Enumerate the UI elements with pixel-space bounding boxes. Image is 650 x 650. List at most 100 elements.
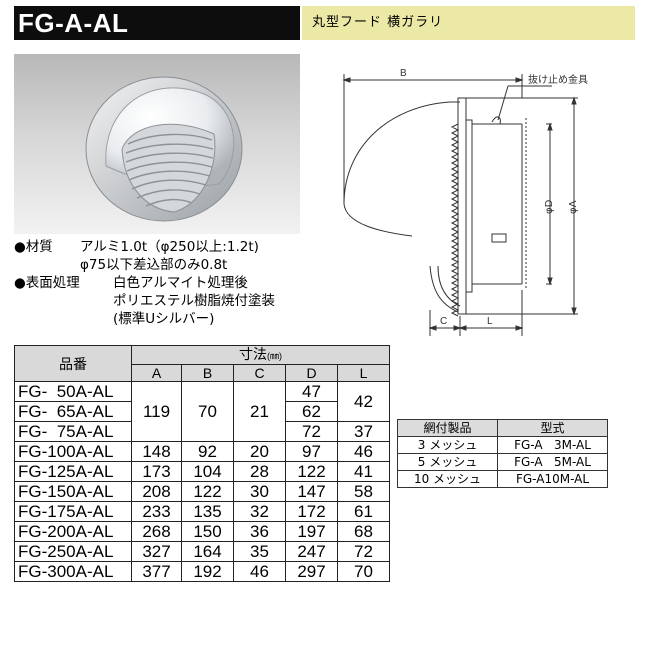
table-row: FG-175A-AL 233 135 32 172 61 [14, 501, 390, 522]
d-cell: 172 [285, 501, 338, 522]
c-cell: 32 [233, 501, 286, 522]
table-row: FG-200A-AL 268 150 36 197 68 [14, 521, 390, 542]
a-cell: 119 [131, 381, 182, 442]
d-cell: 197 [285, 521, 338, 542]
dimension-table: 品番 寸法(㎜) A B C D L FG- 50A-AL 119 70 21 … [14, 345, 390, 582]
model-cell: FG-175A-AL [14, 501, 132, 522]
c-cell: 28 [233, 461, 286, 482]
l-cell: 72 [337, 541, 390, 562]
mesh-header-type: 型式 [497, 419, 608, 437]
l-cell: 41 [337, 461, 390, 482]
model-cell: FG- 50A-AL [14, 381, 132, 402]
label-phi-d: φD [544, 199, 555, 214]
callout-label: 抜け止め金具 [528, 73, 588, 86]
header-dims: 寸法(㎜) [131, 345, 390, 365]
c-cell: 20 [233, 441, 286, 462]
mesh-type-cell: FG-A 3M-AL [497, 436, 608, 454]
l-cell: 58 [337, 481, 390, 502]
table-row: FG-100A-AL 148 92 20 97 46 [14, 441, 390, 462]
label-l: L [487, 316, 493, 327]
model-cell: FG-200A-AL [14, 521, 132, 542]
mesh-product-cell: 3 メッシュ [397, 436, 498, 454]
b-cell: 104 [181, 461, 234, 482]
d-cell: 62 [285, 401, 338, 422]
b-cell: 135 [181, 501, 234, 522]
d-cell: 297 [285, 561, 338, 582]
b-cell: 70 [181, 381, 234, 442]
table-row: FG- 50A-AL 119 70 21 47 42 [14, 381, 390, 442]
b-cell: 122 [181, 481, 234, 502]
mesh-table: 網付製品 型式 3 メッシュ FG-A 3M-AL 5 メッシュ FG-A 5M… [397, 419, 608, 488]
table-row: FG-250A-AL 327 164 35 247 72 [14, 541, 390, 562]
vent-hood-image [85, 76, 243, 222]
d-cell: 47 [285, 381, 338, 402]
spec-finish-line2: ポリエステル樹脂焼付塗装 [113, 293, 275, 309]
b-cell: 150 [181, 521, 234, 542]
b-cell: 192 [181, 561, 234, 582]
col-d: D [285, 364, 338, 382]
a-cell: 173 [131, 461, 182, 482]
spec-finish-line1: 白色アルマイト処理後 [113, 275, 248, 291]
header-model: 品番 [14, 345, 132, 382]
product-subtitle: 丸型フード 横ガラリ [302, 6, 635, 40]
label-phi-a: φA [568, 200, 579, 214]
d-cell: 122 [285, 461, 338, 482]
spec-finish-label: ●表面処理 [14, 275, 80, 291]
mesh-product-cell: 5 メッシュ [397, 453, 498, 471]
product-photo [14, 54, 300, 234]
model-cell: FG- 75A-AL [14, 421, 132, 442]
c-cell: 21 [233, 381, 286, 442]
a-cell: 327 [131, 541, 182, 562]
table-row: 3 メッシュ FG-A 3M-AL [397, 436, 608, 454]
col-a: A [131, 364, 182, 382]
mesh-type-cell: FG-A10M-AL [497, 470, 608, 488]
table-row: 10 メッシュ FG-A10M-AL [397, 470, 608, 488]
spec-finish-line3: (標準Uシルバー) [113, 311, 215, 327]
c-cell: 30 [233, 481, 286, 502]
l-cell: 37 [337, 421, 390, 442]
model-cell: FG-100A-AL [14, 441, 132, 462]
table-row: FG-150A-AL 208 122 30 147 58 [14, 481, 390, 502]
a-cell: 208 [131, 481, 182, 502]
b-cell: 164 [181, 541, 234, 562]
l-cell: 61 [337, 501, 390, 522]
col-l: L [337, 364, 390, 382]
l-cell: 70 [337, 561, 390, 582]
table-row: FG-300A-AL 377 192 46 297 70 [14, 561, 390, 582]
label-b: B [400, 68, 407, 79]
d-cell: 97 [285, 441, 338, 462]
model-cell: FG-150A-AL [14, 481, 132, 502]
header-unit: (㎜) [267, 351, 282, 361]
model-cell: FG-125A-AL [14, 461, 132, 482]
mesh-header-product: 網付製品 [397, 419, 498, 437]
b-cell: 92 [181, 441, 234, 462]
a-cell: 377 [131, 561, 182, 582]
d-cell: 247 [285, 541, 338, 562]
col-c: C [233, 364, 286, 382]
model-cell: FG- 65A-AL [14, 401, 132, 422]
model-cell: FG-250A-AL [14, 541, 132, 562]
d-cell: 72 [285, 421, 338, 442]
c-cell: 46 [233, 561, 286, 582]
a-cell: 268 [131, 521, 182, 542]
c-cell: 35 [233, 541, 286, 562]
spec-material-line1: アルミ1.0t（φ250以上:1.2t) [80, 239, 259, 255]
label-c: C [440, 316, 447, 327]
dimension-drawing: B 抜け止め金具 φD φA C L [342, 68, 588, 336]
spec-material-line2: φ75以下差込部のみ0.8t [80, 257, 228, 273]
d-cell: 147 [285, 481, 338, 502]
table-row: FG-125A-AL 173 104 28 122 41 [14, 461, 390, 482]
table-row: FG- 65A-AL 62 [14, 401, 390, 422]
spec-material-label: ●材質 [14, 239, 53, 255]
l-cell: 68 [337, 521, 390, 542]
l-cell: 46 [337, 441, 390, 462]
l-cell: 42 [337, 381, 390, 422]
mesh-type-cell: FG-A 5M-AL [497, 453, 608, 471]
a-cell: 233 [131, 501, 182, 522]
model-cell: FG-300A-AL [14, 561, 132, 582]
mesh-product-cell: 10 メッシュ [397, 470, 498, 488]
a-cell: 148 [131, 441, 182, 462]
product-title: FG-A-AL [14, 6, 300, 40]
col-b: B [181, 364, 234, 382]
c-cell: 36 [233, 521, 286, 542]
